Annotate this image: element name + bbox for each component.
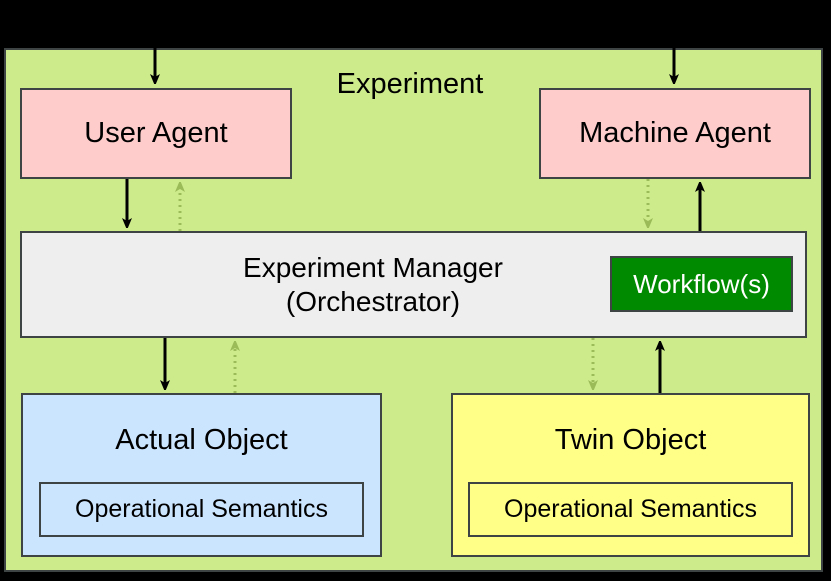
node-actual-object bbox=[21, 393, 382, 557]
node-user-agent bbox=[20, 88, 292, 179]
node-twin-object-operational-semantics bbox=[468, 482, 793, 537]
node-machine-agent bbox=[539, 88, 811, 179]
node-twin-object bbox=[451, 393, 810, 557]
node-actual-object-operational-semantics bbox=[39, 482, 364, 537]
node-workflows bbox=[610, 256, 793, 312]
